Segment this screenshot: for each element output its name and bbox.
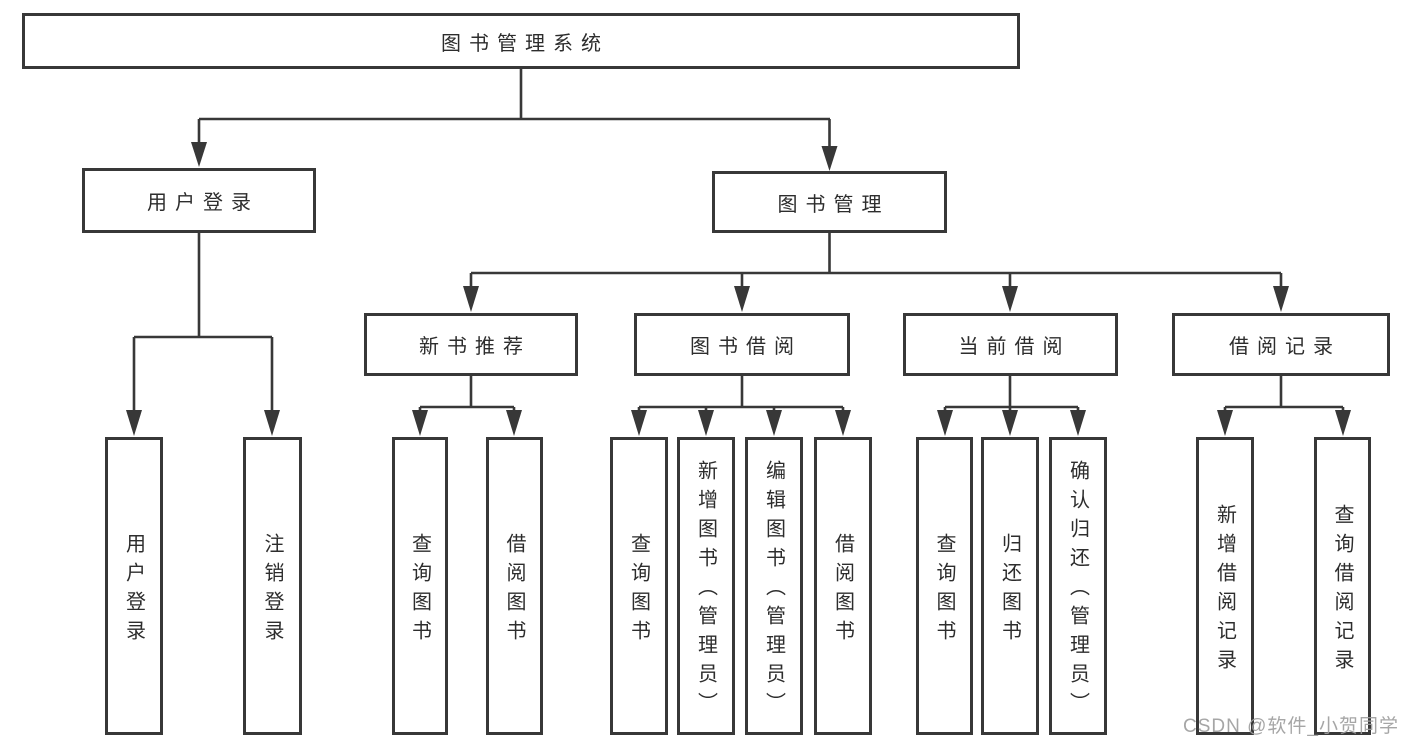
leaf-user-login: 用户登录 — [105, 437, 163, 735]
connector-root-branch — [191, 69, 838, 171]
leaf-edit-book-admin-label: 编辑图书（管理员） — [762, 460, 785, 721]
leaf-add-borrow-record-label: 新增借阅记录 — [1213, 503, 1236, 678]
node-user-login-label: 用户登录 — [147, 192, 259, 214]
leaf-query-borrow-record-label: 查询借阅记录 — [1331, 503, 1353, 678]
leaf-return-book: 归还图书 — [981, 437, 1039, 735]
node-new-book-recommend-label: 新书推荐 — [419, 336, 531, 358]
node-user-login: 用户登录 — [82, 168, 316, 233]
leaf-return-book-label: 归还图书 — [998, 532, 1021, 649]
node-new-book-recommend: 新书推荐 — [364, 313, 578, 376]
connector-borrow-records-branch — [1217, 376, 1351, 436]
node-borrow-records-label: 借阅记录 — [1229, 336, 1341, 358]
connector-book-management-branch — [463, 233, 1289, 312]
node-book-management: 图书管理 — [712, 171, 947, 233]
leaf-add-book-admin: 新增图书（管理员） — [677, 437, 735, 735]
node-current-borrow-label: 当前借阅 — [958, 336, 1071, 358]
connector-user-login-branch — [126, 233, 280, 436]
leaf-query-books-current-label: 查询图书 — [933, 532, 955, 649]
leaf-borrow-books-recommend: 借阅图书 — [486, 437, 543, 735]
node-book-management-label: 图书管理 — [777, 193, 890, 216]
connector-new-book-recommend-branch — [412, 376, 522, 436]
leaf-query-books-borrow: 查询图书 — [610, 437, 668, 735]
leaf-edit-book-admin: 编辑图书（管理员） — [745, 437, 803, 735]
leaf-query-books-recommend: 查询图书 — [392, 437, 448, 735]
connector-current-borrow-branch — [937, 376, 1086, 436]
leaf-borrow-books-recommend-label: 借阅图书 — [503, 532, 525, 649]
leaf-user-login-label: 用户登录 — [122, 532, 145, 649]
node-borrow-records: 借阅记录 — [1172, 313, 1390, 376]
node-root: 图书管理系统 — [22, 13, 1020, 69]
node-book-borrow: 图书借阅 — [634, 313, 850, 376]
leaf-query-borrow-record: 查询借阅记录 — [1314, 437, 1371, 735]
leaf-confirm-return-admin-label: 确认归还（管理员） — [1066, 460, 1089, 721]
leaf-query-books-current: 查询图书 — [916, 437, 973, 735]
node-current-borrow: 当前借阅 — [903, 313, 1118, 376]
connector-book-borrow-branch — [631, 376, 851, 436]
watermark: CSDN @软件_小贺同学 — [1183, 716, 1399, 737]
node-root-label: 图书管理系统 — [441, 32, 609, 55]
node-book-borrow-label: 图书借阅 — [690, 336, 802, 358]
leaf-logout-label: 注销登录 — [261, 532, 283, 649]
leaf-add-book-admin-label: 新增图书（管理员） — [694, 460, 717, 721]
leaf-confirm-return-admin: 确认归还（管理员） — [1049, 437, 1107, 735]
leaf-add-borrow-record: 新增借阅记录 — [1196, 437, 1254, 735]
leaf-borrow-books-borrow-label: 借阅图书 — [831, 532, 854, 649]
leaf-query-books-borrow-label: 查询图书 — [627, 532, 650, 649]
leaf-borrow-books-borrow: 借阅图书 — [814, 437, 872, 735]
leaf-logout: 注销登录 — [243, 437, 302, 735]
leaf-query-books-recommend-label: 查询图书 — [408, 532, 431, 649]
